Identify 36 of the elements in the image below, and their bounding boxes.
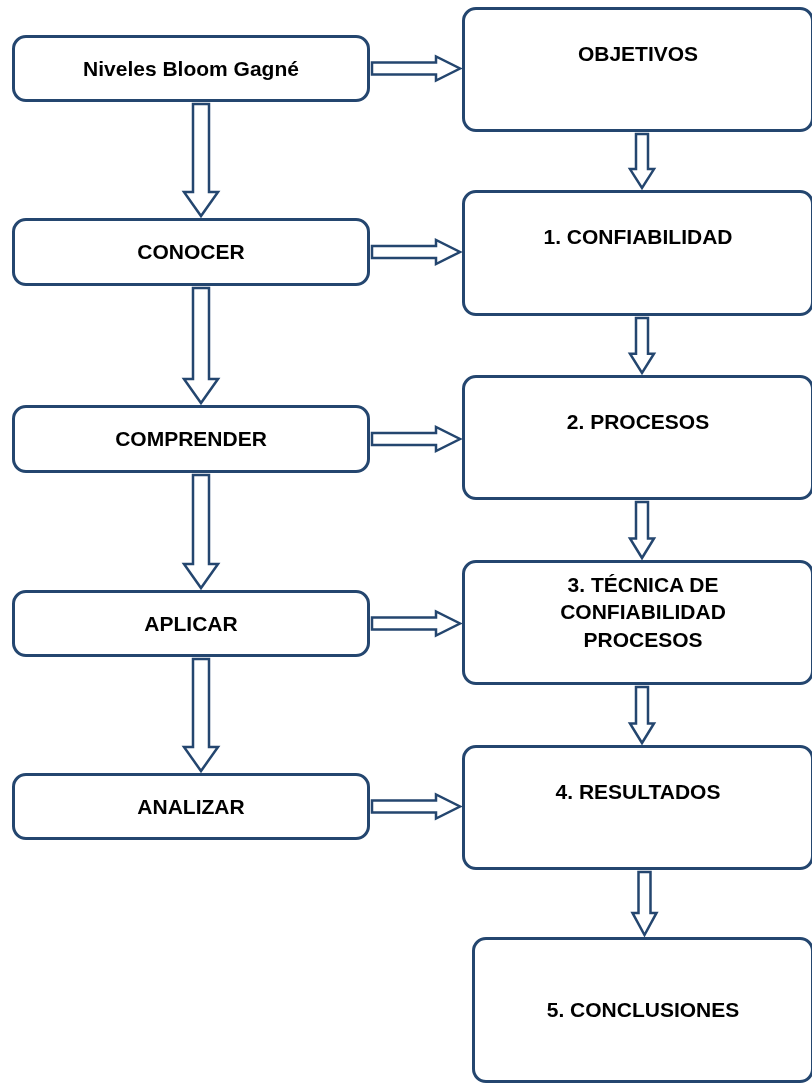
block-arrow <box>181 102 221 219</box>
block-arrow <box>627 316 657 376</box>
process-box <box>472 937 812 1083</box>
block-arrow <box>630 870 659 938</box>
block-arrow <box>370 792 463 821</box>
box-label: APLICAR <box>144 610 238 637</box>
box-label: 5. CONCLUSIONES <box>546 997 740 1024</box>
box-label: CONOCER <box>137 239 245 266</box>
process-box <box>462 375 812 500</box>
process-box <box>462 745 812 870</box>
block-arrow <box>370 609 463 638</box>
block-arrow <box>627 132 657 191</box>
process-box <box>12 35 370 102</box>
process-box <box>462 190 812 316</box>
block-arrow <box>181 657 221 774</box>
box-label: 3. TÉCNICA DE CONFIABILIDAD PROCESOS <box>559 572 727 653</box>
box-label: 4. RESULTADOS <box>555 779 721 805</box>
box-label: 2. PROCESOS <box>566 409 710 435</box>
process-box <box>462 7 812 132</box>
block-arrow <box>370 424 463 454</box>
block-arrow <box>181 286 221 406</box>
box-label: OBJETIVOS <box>577 41 699 67</box>
block-arrow <box>627 685 657 746</box>
process-box <box>12 590 370 657</box>
box-label: ANALIZAR <box>137 793 245 820</box>
process-box <box>462 560 812 685</box>
block-arrow <box>370 54 463 83</box>
box-label: Niveles Bloom Gagné <box>83 55 299 82</box>
process-box <box>12 405 370 473</box>
block-arrow <box>181 473 221 591</box>
box-label: COMPRENDER <box>115 426 267 453</box>
block-arrow <box>627 500 657 561</box>
process-box <box>12 218 370 286</box>
box-label: 1. CONFIABILIDAD <box>543 224 733 250</box>
block-arrow <box>370 237 463 267</box>
process-box <box>12 773 370 840</box>
